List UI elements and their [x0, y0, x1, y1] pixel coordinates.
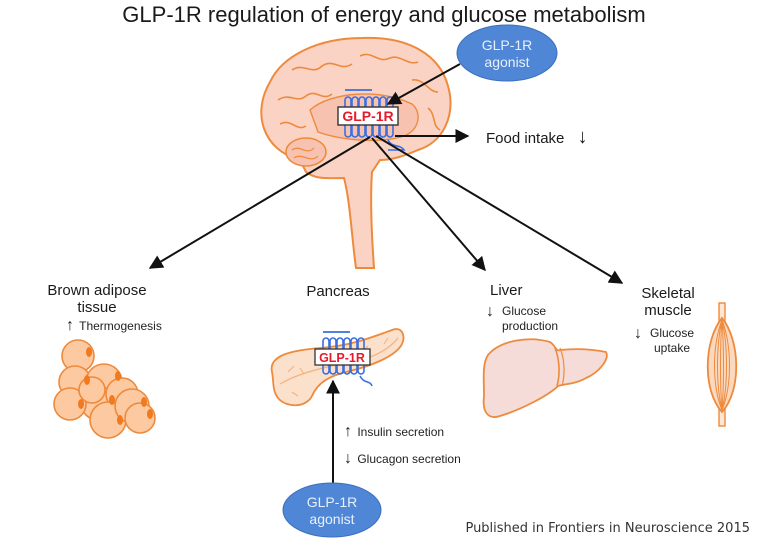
muscle-label: Skeletal muscle — [628, 285, 708, 319]
muscle-name-line1: Skeletal — [641, 285, 695, 302]
citation: Published in Frontiers in Neuroscience 2… — [465, 521, 750, 536]
liver-effect-line1: Glucose — [502, 304, 547, 318]
brain-receptor-label: GLP-1R — [342, 108, 393, 124]
agonist-bottom: GLP-1R agonist — [282, 482, 382, 538]
arrow-agonist-to-brain — [386, 63, 461, 105]
pancreas-receptor-label: GLP-1R — [319, 351, 365, 365]
pancreas-label: Pancreas — [306, 283, 370, 300]
liver-effect: ↓ Glucose production — [484, 304, 558, 334]
arrow-up-icon: ↑ — [344, 423, 352, 440]
agonist-top: GLP-1R agonist — [456, 24, 558, 82]
arrow-up-icon: ↑ — [66, 317, 74, 334]
liver-effect-text: Glucose production — [502, 304, 558, 334]
arrow-down-icon: ↓ — [344, 450, 352, 467]
bat-name-line1: Brown adipose — [47, 282, 147, 299]
food-intake-text: Food intake — [486, 130, 565, 147]
bat-name-line2: tissue — [77, 299, 117, 316]
bat-effect-text: Thermogenesis — [79, 319, 162, 333]
muscle-effect-line1: Glucose — [650, 326, 695, 340]
diagram-title: GLP-1R regulation of energy and glucose … — [122, 2, 646, 27]
pancreas-effect-glucagon: ↓ Glucagon secretion — [342, 451, 461, 467]
arrow-down-icon: ↓ — [634, 325, 642, 342]
arrow-to-muscle — [375, 135, 624, 284]
glucagon-text: Glucagon secretion — [357, 452, 461, 466]
bat-label: Brown adipose tissue — [22, 282, 172, 316]
brain-illustration — [260, 36, 452, 269]
arrow-to-bat — [148, 136, 371, 269]
arrow-down-icon: ↓ — [577, 126, 588, 148]
food-intake-label: Food intake ↓ — [486, 126, 589, 148]
muscle-effect-text: Glucose uptake — [650, 326, 694, 356]
pancreas-glp1r-receptor: GLP-1R — [314, 331, 373, 387]
agonist-bottom-line2: agonist — [309, 511, 354, 527]
agonist-top-line2: agonist — [484, 54, 529, 70]
arrow-to-liver — [371, 137, 486, 272]
pancreas-effect-insulin: ↑ Insulin secretion — [342, 424, 444, 440]
muscle-illustration — [706, 302, 738, 427]
liver-label: Liver — [490, 282, 523, 299]
agonist-top-line1: GLP-1R — [482, 37, 533, 53]
muscle-effect-line2: uptake — [654, 341, 691, 355]
liver-effect-line2: production — [502, 319, 559, 333]
agonist-bottom-line1: GLP-1R — [307, 494, 358, 510]
liver-illustration — [482, 338, 608, 418]
insulin-text: Insulin secretion — [357, 425, 445, 439]
muscle-effect: ↓ Glucose uptake — [632, 326, 694, 356]
muscle-name-line2: muscle — [644, 302, 692, 319]
adipocyte-cluster — [53, 339, 156, 439]
bat-effect: ↑ Thermogenesis — [64, 318, 162, 334]
arrow-down-icon: ↓ — [486, 303, 494, 320]
